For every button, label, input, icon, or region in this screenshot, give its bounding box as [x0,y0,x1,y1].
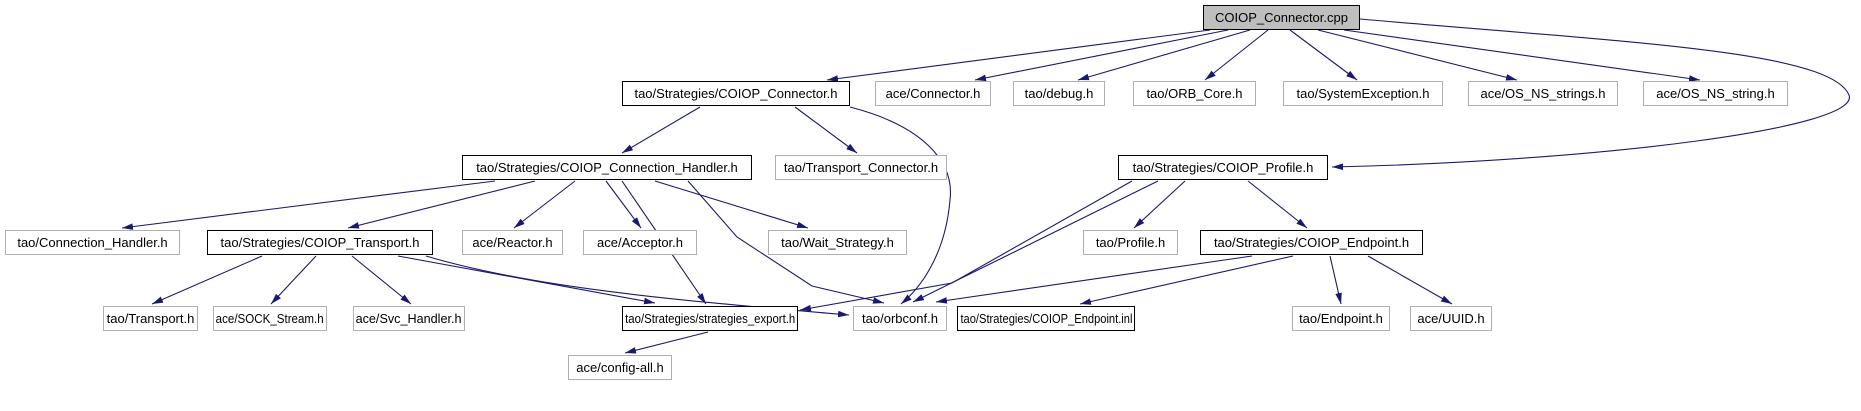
graph-node-label: tao/orbconf.h [862,311,938,326]
include-edge-cch-ch [121,180,496,230]
include-edge-cch-reactor [513,180,576,229]
include-edge-scc-tc [794,106,858,154]
include-edge-cpp-conn [974,29,1229,82]
include-edge-cpp-sysex [1289,29,1358,81]
graph-node-orbconf[interactable]: tao/orbconf.h [853,306,947,331]
graph-node-label: ace/OS_NS_string.h [1656,86,1775,101]
graph-node-ct[interactable]: tao/Strategies/COIOP_Transport.h [207,230,433,255]
graph-node-label: tao/Connection_Handler.h [17,235,168,250]
include-edge-cch-orbconf [687,180,885,304]
graph-node-endpoint[interactable]: tao/Endpoint.h [1292,306,1390,331]
graph-node-label: ace/Svc_Handler.h [356,311,462,326]
graph-node-transport[interactable]: tao/Transport.h [103,306,198,331]
graph-node-label: tao/Strategies/COIOP_Profile.h [1132,160,1314,175]
include-edge-cep-uuid [1367,255,1453,305]
graph-node-conn[interactable]: ace/Connector.h [875,81,991,106]
graph-node-label: ace/Reactor.h [472,235,553,250]
include-edge-cpp-strings [1317,29,1518,81]
graph-node-wait[interactable]: tao/Wait_Strategy.h [768,230,907,255]
include-edge-ct-svc [351,255,412,305]
graph-node-tc[interactable]: tao/Transport_Connector.h [775,155,947,180]
graph-node-label: tao/Profile.h [1095,235,1166,250]
include-edge-cep-orbconf [935,255,1253,304]
graph-node-label: tao/Strategies/COIOP_Endpoint.inl [960,311,1132,326]
graph-node-label: tao/Wait_Strategy.h [781,235,894,250]
include-edge-cpp-scc [826,29,1211,82]
graph-node-label: COIOP_Connector.cpp [1215,10,1348,25]
graph-node-orbcore[interactable]: tao/ORB_Core.h [1133,81,1256,106]
graph-node-sock[interactable]: ace/SOCK_Stream.h [213,306,327,331]
graph-node-label: ace/Acceptor.h [597,235,683,250]
include-edge-cpp-string [1343,29,1701,82]
graph-node-string[interactable]: ace/OS_NS_string.h [1643,81,1788,106]
include-edge-cch-ct [347,180,536,229]
include-edge-scc-orbconf [849,106,951,305]
graph-node-label: tao/SystemException.h [1296,86,1430,101]
include-edge-cch-acceptor [605,180,642,229]
graph-node-svc[interactable]: ace/Svc_Handler.h [353,306,465,331]
graph-node-label: tao/Transport.h [106,311,195,326]
include-edge-cpp-profile [1331,18,1850,171]
include-edge-ct-sock [270,255,317,305]
graph-node-uuid[interactable]: ace/UUID.h [1410,306,1492,331]
graph-node-debug[interactable]: tao/debug.h [1013,81,1105,106]
include-edge-profile-tprofile [1133,180,1186,229]
include-edge-cch-wait [654,180,809,229]
graph-node-label: tao/Strategies/strategies_export.h [624,311,796,326]
include-edge-sexport-configall [624,331,709,354]
graph-node-sysex[interactable]: tao/SystemException.h [1283,81,1443,106]
include-edge-cep-endpoint [1329,255,1342,305]
graph-node-label: tao/Strategies/COIOP_Transport.h [220,235,420,250]
graph-node-scc[interactable]: tao/Strategies/COIOP_Connector.h [622,81,850,106]
graph-node-ch[interactable]: tao/Connection_Handler.h [5,230,180,255]
graph-node-label: ace/Connector.h [885,86,981,101]
graph-node-cpp: COIOP_Connector.cpp [1203,5,1360,30]
include-edge-scc-cch [621,106,701,154]
graph-node-cch[interactable]: tao/Strategies/COIOP_Connection_Handler.… [462,155,752,180]
include-edge-ct-transport [151,255,263,305]
include-edge-cpp-orbcore [1204,29,1269,81]
graph-node-label: ace/SOCK_Stream.h [215,311,325,326]
graph-node-label: tao/ORB_Core.h [1146,86,1243,101]
include-edge-profile-cep [1247,180,1308,229]
graph-node-label: tao/Transport_Connector.h [783,160,939,175]
graph-node-reactor[interactable]: ace/Reactor.h [462,230,563,255]
include-edge-profile-sexport [799,180,1133,312]
graph-node-label: tao/Strategies/COIOP_Connection_Handler.… [476,160,738,175]
graph-node-label: ace/config-all.h [576,360,664,375]
graph-node-configall[interactable]: ace/config-all.h [568,355,672,380]
graph-node-label: ace/OS_NS_strings.h [1480,86,1606,101]
graph-node-label: tao/Endpoint.h [1299,311,1383,326]
include-edge-cep-cepinl [1079,255,1294,305]
graph-node-strings[interactable]: ace/OS_NS_strings.h [1468,81,1618,106]
graph-node-label: tao/Strategies/COIOP_Endpoint.h [1213,235,1410,250]
graph-node-sexport[interactable]: tao/Strategies/strategies_export.h [622,306,798,331]
graph-node-label: ace/UUID.h [1417,311,1485,326]
graph-node-cep[interactable]: tao/Strategies/COIOP_Endpoint.h [1200,230,1423,255]
graph-node-label: tao/debug.h [1024,86,1094,101]
graph-node-cepinl[interactable]: tao/Strategies/COIOP_Endpoint.inl [957,306,1135,331]
graph-node-profile[interactable]: tao/Strategies/COIOP_Profile.h [1118,155,1328,180]
graph-node-tprofile[interactable]: tao/Profile.h [1083,230,1178,255]
include-edge-cpp-debug [1077,29,1251,81]
graph-node-acceptor[interactable]: ace/Acceptor.h [583,230,697,255]
graph-node-label: tao/Strategies/COIOP_Connector.h [634,86,838,101]
